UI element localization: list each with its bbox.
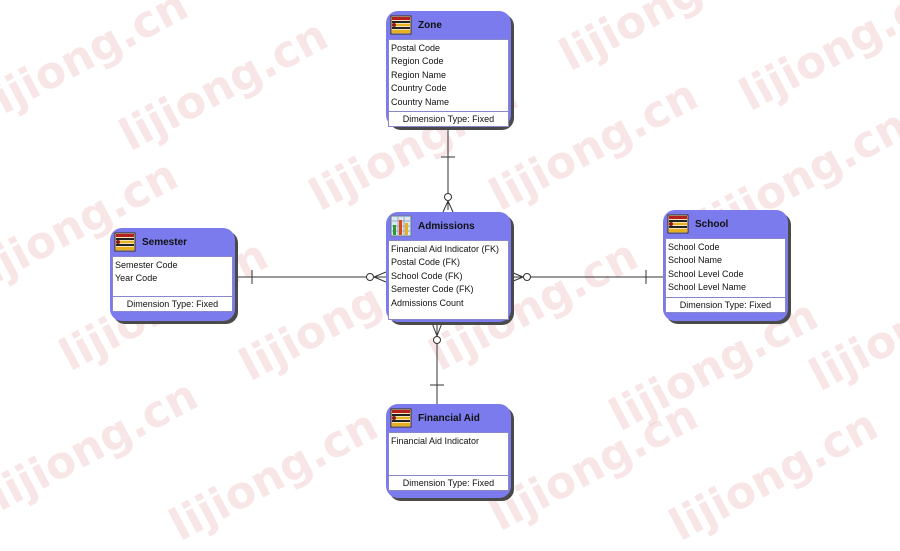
- attribute[interactable]: Postal Code (FK): [391, 257, 461, 268]
- entity-body: Financial Aid Indicator Dimension Type: …: [388, 432, 509, 491]
- attribute[interactable]: School Code: [668, 242, 720, 252]
- entity-header: Zone: [386, 11, 511, 39]
- dimension-type-label: Dimension Type: Fixed: [113, 296, 232, 311]
- dimension-table-icon: [390, 15, 412, 35]
- entity-header: School: [663, 210, 788, 238]
- entity-header: Financial Aid: [386, 404, 511, 432]
- entity-title: Zone: [418, 19, 442, 31]
- attribute[interactable]: Financial Aid Indicator (FK): [391, 244, 500, 254]
- entity-body: Postal Code Region Code Region Name Coun…: [388, 39, 509, 127]
- attribute[interactable]: School Code (FK): [391, 270, 463, 281]
- admissions-school-relationship: [510, 270, 663, 284]
- attribute[interactable]: School Level Code: [668, 268, 744, 279]
- attribute[interactable]: School Level Name: [668, 282, 747, 293]
- entity-header: Semester: [110, 228, 235, 256]
- dimension-type-label: Dimension Type: Fixed: [389, 111, 508, 126]
- entity-body: School Code School Name School Level Cod…: [665, 238, 786, 313]
- zone-admissions-relationship: [441, 127, 455, 213]
- semester-admissions-relationship: [235, 270, 387, 284]
- dimension-table-icon: [390, 408, 412, 428]
- attribute[interactable]: Admissions Count: [391, 297, 464, 308]
- entity-title: Financial Aid: [418, 412, 480, 424]
- entity-zone[interactable]: Zone Postal Code Region Code Region Name…: [386, 11, 511, 127]
- entity-title: Semester: [142, 236, 188, 248]
- attribute[interactable]: School Name: [668, 255, 723, 266]
- entity-body: Semester Code Year Code Dimension Type: …: [112, 256, 233, 312]
- entity-financial-aid[interactable]: Financial Aid Financial Aid Indicator Di…: [386, 404, 511, 498]
- dimension-table-icon: [667, 214, 689, 234]
- attribute[interactable]: Country Name: [391, 96, 450, 107]
- attribute[interactable]: Year Code: [115, 273, 158, 284]
- entity-semester[interactable]: Semester Semester Code Year Code Dimensi…: [110, 228, 235, 321]
- entity-admissions[interactable]: Admissions Financial Aid Indicator (FK) …: [386, 212, 511, 322]
- dimension-type-label: Dimension Type: Fixed: [389, 475, 508, 490]
- relationship-lines: [235, 127, 663, 405]
- attribute[interactable]: Country Code: [391, 83, 447, 94]
- attribute[interactable]: Financial Aid Indicator: [391, 436, 480, 446]
- attribute[interactable]: Region Name: [391, 69, 447, 80]
- attribute[interactable]: Region Code: [391, 56, 444, 67]
- entity-school[interactable]: School School Code School Name School Le…: [663, 210, 788, 321]
- entity-body: Financial Aid Indicator (FK) Postal Code…: [388, 240, 509, 320]
- entity-title: School: [695, 218, 729, 230]
- entity-header: Admissions: [386, 212, 511, 240]
- dimension-type-label: Dimension Type: Fixed: [666, 297, 785, 312]
- fact-table-icon: [390, 215, 412, 237]
- attribute[interactable]: Postal Code: [391, 43, 441, 53]
- attribute[interactable]: Semester Code: [115, 260, 178, 270]
- entity-title: Admissions: [418, 220, 475, 232]
- attribute[interactable]: Semester Code (FK): [391, 284, 474, 295]
- dimension-table-icon: [114, 232, 136, 252]
- admissions-financial-aid-relationship: [430, 322, 444, 405]
